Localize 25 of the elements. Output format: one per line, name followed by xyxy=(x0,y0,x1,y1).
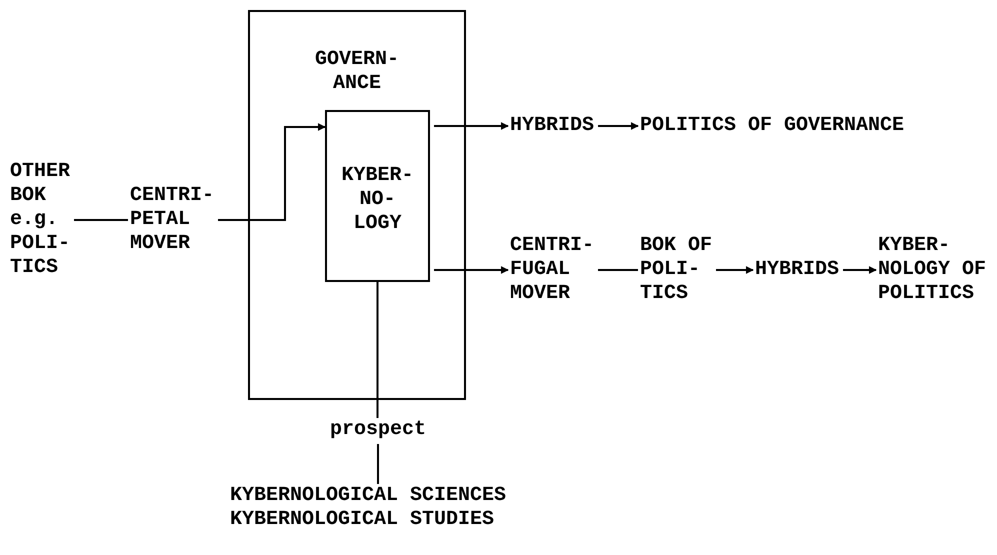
process-box xyxy=(325,110,430,282)
node-text: prospect xyxy=(330,418,426,442)
node-text: OTHER BOK e.g. POLI- TICS xyxy=(10,160,70,280)
box-heading: GOVERN- ANCE xyxy=(315,48,399,96)
node-text: HYBRIDS xyxy=(510,114,594,138)
node-text: CENTRI- FUGAL MOVER xyxy=(510,234,594,306)
node-text: KYBERNOLOGICAL SCIENCES xyxy=(230,484,506,508)
arrow xyxy=(434,266,509,274)
arrow xyxy=(598,122,639,130)
boundary-box xyxy=(248,10,466,400)
arrow xyxy=(716,266,754,274)
connector-line xyxy=(598,269,638,271)
connector-line xyxy=(377,444,379,484)
connector-line xyxy=(74,219,128,221)
node-text: KYBER- NOLOGY OF POLITICS xyxy=(878,234,986,306)
connector-line xyxy=(376,282,378,418)
node-text: KYBERNOLOGICAL STUDIES xyxy=(230,508,496,532)
arrow xyxy=(218,123,326,221)
arrow xyxy=(843,266,877,274)
node-text: BOK OF POLI- TICS xyxy=(640,234,712,306)
node-text: CENTRI- PETAL MOVER xyxy=(130,184,214,256)
node-text: POLITICS OF GOVERNANCE xyxy=(640,114,904,138)
arrow xyxy=(434,122,509,130)
box-heading: KYBER- NO- LOGY xyxy=(340,164,414,236)
node-text: HYBRIDS xyxy=(755,258,840,282)
